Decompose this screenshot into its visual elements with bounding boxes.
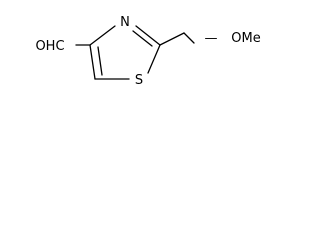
aldehyde-label: OHC: [35, 39, 64, 54]
bond-c2-n3: [135, 25, 161, 46]
bond-c4-c5-double: [97, 46, 103, 76]
sulfur-label: S: [135, 73, 143, 88]
bond-c2-ch2: [159, 32, 185, 46]
nitrogen-label: N: [120, 15, 130, 30]
bond-n3-c4: [89, 25, 116, 46]
chemical-structure: — OHC N S OMe: [35, 15, 260, 88]
ether-label: OMe: [231, 31, 260, 46]
bond-ch2-o: —: [205, 31, 218, 46]
bond-c2-n3-double: [132, 30, 153, 47]
bond-s1-c2: [147, 44, 161, 74]
bond-ch2-down: [183, 32, 195, 44]
bond-c4-c5: [89, 44, 96, 80]
